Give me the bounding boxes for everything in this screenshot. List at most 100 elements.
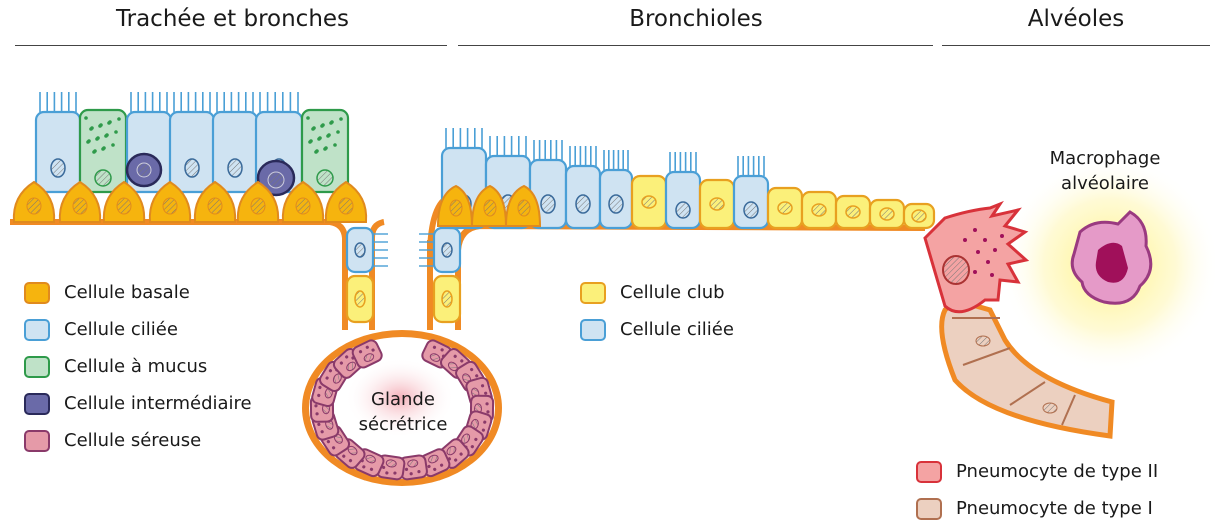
legend-swatch — [580, 319, 606, 341]
legend-swatch — [916, 498, 942, 520]
bronchiole-cells — [438, 128, 934, 228]
type2-nucleus — [943, 256, 969, 284]
legend-item: Cellule ciliée — [580, 311, 734, 348]
granule — [329, 121, 333, 125]
granule — [326, 134, 330, 138]
legend-label: Cellule club — [620, 282, 725, 303]
nucleus — [95, 170, 111, 186]
legend-swatch — [24, 356, 50, 378]
nucleus — [450, 200, 462, 216]
legend-label: Pneumocyte de type II — [956, 461, 1158, 482]
granule — [89, 127, 93, 131]
nucleus — [518, 200, 530, 216]
nucleus — [442, 291, 452, 307]
legend-item: Cellule à mucus — [24, 348, 252, 385]
granule — [320, 124, 324, 128]
legend-item: Cellule intermédiaire — [24, 385, 252, 422]
nucleus — [73, 198, 87, 214]
legend-swatch — [24, 319, 50, 341]
legend-label: Cellule basale — [64, 282, 190, 303]
legend-swatch — [916, 461, 942, 483]
ciliated-cell — [213, 112, 257, 192]
basement-membrane-right — [458, 226, 925, 250]
macrophage-label-line2: alvéolaire — [1025, 171, 1185, 196]
nucleus — [355, 243, 365, 257]
granule — [306, 116, 310, 120]
nucleus — [137, 163, 151, 177]
nucleus — [744, 202, 758, 218]
trachea-cells — [14, 92, 366, 222]
nucleus — [317, 170, 333, 186]
granule — [111, 143, 115, 147]
granule — [311, 127, 315, 131]
granule — [339, 117, 343, 121]
legend-item: Cellule ciliée — [24, 311, 252, 348]
granule — [98, 124, 102, 128]
legend-swatch — [580, 282, 606, 304]
granule — [92, 150, 96, 154]
macrophage-label-line1: Macrophage — [1025, 146, 1185, 171]
granule — [95, 137, 99, 141]
granule — [117, 117, 121, 121]
nucleus — [642, 196, 656, 208]
type1-nucleus — [976, 336, 990, 346]
granule — [107, 121, 111, 125]
legend-right: Pneumocyte de type II Pneumocyte de type … — [916, 453, 1158, 526]
granule — [336, 130, 340, 134]
nucleus — [609, 195, 623, 213]
nucleus — [812, 204, 826, 216]
nucleus — [576, 195, 590, 213]
gland-label-line1: Glande — [343, 387, 463, 412]
legend-swatch — [24, 282, 50, 304]
nucleus — [355, 291, 365, 307]
ciliated-cell — [170, 112, 214, 192]
granule — [314, 150, 318, 154]
granule — [323, 147, 327, 151]
nucleus — [676, 202, 690, 218]
legend-label: Cellule ciliée — [64, 319, 178, 340]
legend-label: Cellule séreuse — [64, 430, 201, 451]
nucleus — [710, 198, 724, 210]
nucleus — [912, 210, 926, 222]
granule — [86, 140, 90, 144]
macrophage-label: Macrophage alvéolaire — [1025, 146, 1185, 196]
granule — [317, 137, 321, 141]
nucleus — [268, 172, 284, 188]
nucleus — [185, 159, 199, 177]
legend-label: Cellule à mucus — [64, 356, 207, 377]
nucleus — [339, 198, 353, 214]
granule — [104, 134, 108, 138]
legend-item: Cellule club — [580, 274, 734, 311]
legend-label: Pneumocyte de type I — [956, 498, 1153, 519]
legend-left: Cellule basaleCellule ciliéeCellule à mu… — [24, 274, 252, 459]
legend-item: Cellule séreuse — [24, 422, 252, 459]
nucleus — [778, 202, 792, 214]
granule — [101, 147, 105, 151]
nucleus — [484, 200, 496, 216]
granule — [84, 116, 88, 120]
legend-swatch — [24, 393, 50, 415]
legend-item: Pneumocyte de type II — [916, 453, 1158, 490]
duct-cells — [347, 228, 460, 322]
nucleus — [117, 198, 131, 214]
legend-swatch — [24, 430, 50, 452]
legend-mid: Cellule clubCellule ciliée — [580, 274, 734, 348]
legend-item: Cellule basale — [24, 274, 252, 311]
granule — [114, 130, 118, 134]
nucleus — [880, 208, 894, 220]
granule — [308, 140, 312, 144]
granule — [333, 143, 337, 147]
nucleus — [27, 198, 41, 214]
legend-item: Pneumocyte de type I — [916, 490, 1158, 526]
nucleus — [51, 159, 65, 177]
nucleus — [251, 198, 265, 214]
nucleus — [163, 198, 177, 214]
nucleus — [442, 243, 452, 257]
legend-label: Cellule intermédiaire — [64, 393, 252, 414]
ciliated-cell — [36, 112, 80, 192]
legend-label: Cellule ciliée — [620, 319, 734, 340]
gland-label-line2: sécrétrice — [343, 412, 463, 437]
nucleus — [846, 206, 860, 218]
nucleus — [208, 198, 222, 214]
